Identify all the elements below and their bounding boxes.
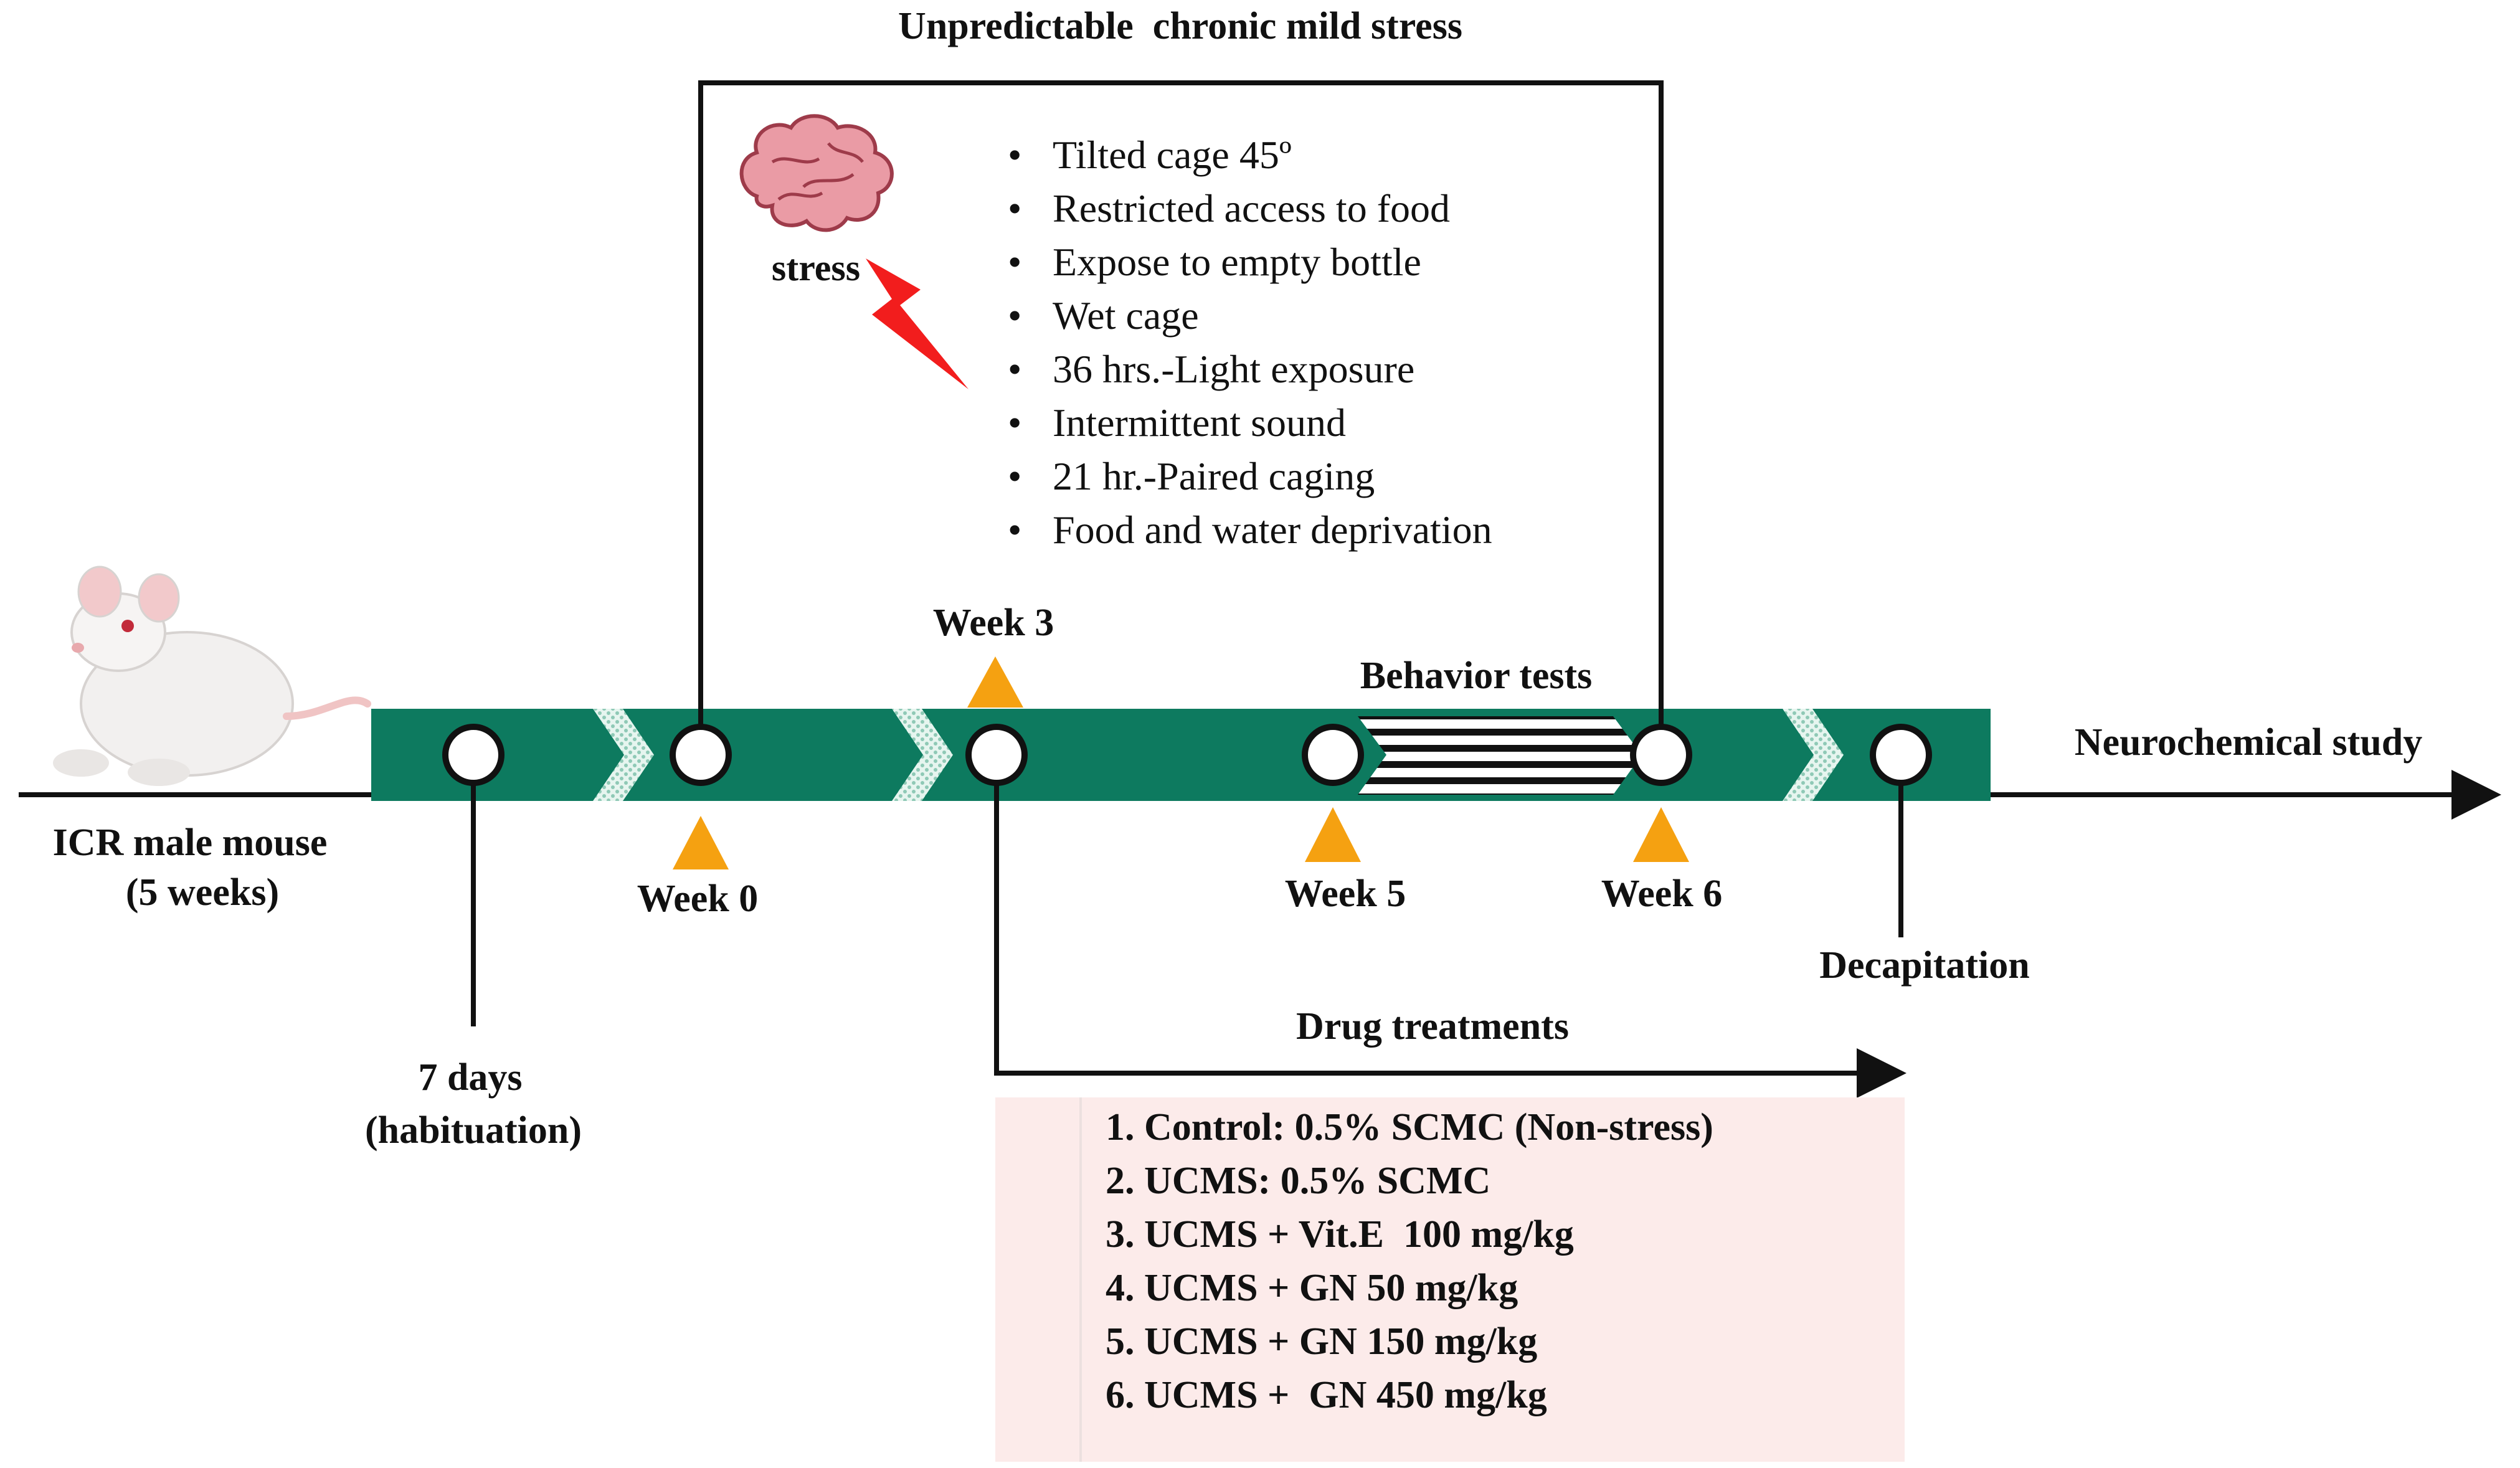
stressor-item: 36 hrs.-Light exposure — [1053, 347, 1414, 391]
node-habituation-start — [442, 724, 504, 786]
stress-label: stress — [772, 247, 860, 288]
stressor-bullet: • — [1008, 133, 1021, 177]
diagram-title: Unpredictable chronic mild stress — [898, 5, 1462, 47]
drug-group-item: 2. UCMS: 0.5% SCMC — [1106, 1160, 1490, 1202]
stressor-bullet: • — [1008, 293, 1021, 338]
chevron-icon — [1783, 709, 1844, 801]
stressor-bullet: • — [1008, 400, 1021, 445]
node-week-5 — [1302, 724, 1364, 786]
stressor-item: Wet cage — [1053, 293, 1199, 338]
week-0-label: Week 0 — [637, 878, 759, 920]
week-0-marker-icon — [673, 816, 729, 869]
stressor-bullet: • — [1008, 347, 1021, 391]
drug-group-list: 1. Control: 0.5% SCMC (Non-stress) 2. UCM… — [1106, 1106, 1713, 1416]
node-week-0 — [670, 724, 732, 786]
lightning-bolt-icon — [866, 258, 969, 389]
stressor-item: Food and water deprivation — [1053, 508, 1492, 552]
chevron-icon — [892, 709, 953, 801]
week-6-marker-icon — [1633, 807, 1689, 862]
drug-groups-box — [995, 1097, 1905, 1462]
node-decapitation — [1870, 724, 1932, 786]
stressor-item: Tilted cage 45º — [1053, 133, 1292, 177]
stressor-bullet: • — [1008, 454, 1021, 498]
mouse-illustration — [53, 566, 371, 786]
drug-treatment-arrow — [994, 755, 1907, 1098]
week-5-label: Week 5 — [1285, 873, 1406, 915]
drug-group-item: 6. UCMS + GN 450 mg/kg — [1106, 1374, 1547, 1416]
stressor-bullet: • — [1008, 240, 1021, 284]
stressor-item: Restricted access to food — [1053, 186, 1450, 230]
week-3-label: Week 3 — [933, 602, 1054, 644]
decapitation-label: Decapitation — [1819, 944, 2030, 987]
chevron-icon — [593, 709, 654, 801]
ucms-bracket — [698, 80, 1664, 754]
drug-group-item: 5. UCMS + GN 150 mg/kg — [1106, 1320, 1537, 1363]
habituation-label-line1: 7 days — [418, 1056, 522, 1099]
habituation-label-line2: (habituation) — [365, 1109, 582, 1152]
stressor-list: • Tilted cage 45º • Restricted access to fo… — [1008, 133, 1492, 552]
stressor-item: Expose to empty bottle — [1053, 240, 1421, 284]
week-3-marker-icon — [967, 656, 1023, 708]
stressor-item: Intermittent sound — [1053, 400, 1346, 445]
drug-treatments-label: Drug treatments — [1296, 1005, 1569, 1048]
week-6-label: Week 6 — [1601, 873, 1723, 915]
drug-group-item: 1. Control: 0.5% SCMC (Non-stress) — [1106, 1106, 1713, 1148]
node-week-6 — [1630, 724, 1692, 786]
stressor-item: 21 hr.-Paired caging — [1053, 454, 1375, 498]
subject-label-line1: ICR male mouse — [53, 822, 328, 864]
subject-label-line2: (5 weeks) — [126, 871, 279, 914]
node-week-3 — [965, 724, 1028, 786]
drug-group-item: 4. UCMS + GN 50 mg/kg — [1106, 1267, 1518, 1309]
behavior-tests-label: Behavior tests — [1360, 655, 1593, 697]
week-5-marker-icon — [1305, 807, 1361, 862]
neurochemical-study-label: Neurochemical study — [2075, 721, 2423, 764]
drug-group-item: 3. UCMS + Vit.E 100 mg/kg — [1106, 1213, 1574, 1256]
brain-icon — [739, 114, 894, 232]
stressor-bullet: • — [1008, 508, 1021, 552]
behavior-tests-bar — [1358, 716, 1642, 795]
stressor-bullet: • — [1008, 186, 1021, 230]
